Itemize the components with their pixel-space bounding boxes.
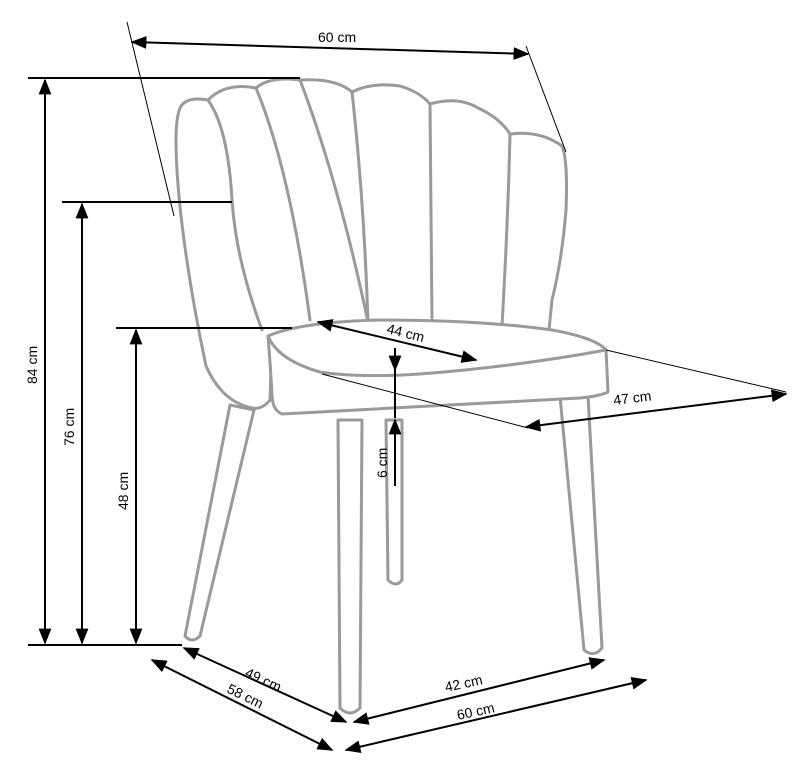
label-width-total: 60 cm [455,699,496,723]
seat-top-edge [266,334,608,378]
label-seat-depth: 47 cm [612,387,652,408]
top-width-arrow [130,36,530,60]
top-width-guide-left [126,21,175,217]
back-channel-4 [428,102,434,324]
label-height-total: 84 cm [24,346,40,384]
front-left-leg [336,418,364,715]
seat-width-arrow [316,319,478,363]
seat-depth-guide-top [605,349,787,393]
dimension-lines [28,21,788,753]
width-total-arrow [344,677,648,753]
label-seat-thickness: 6 cm [374,448,390,478]
back-channel-2 [298,78,370,324]
label-width-top: 60 cm [318,29,356,45]
back-channel-1 [254,86,312,322]
back-channel-3 [350,90,370,324]
depth-total-arrow [150,659,334,751]
back-channel-5 [500,132,512,328]
seat-depth-guide-bottom [321,373,529,429]
front-right-leg [558,394,604,655]
label-height-seat: 48 cm [115,472,131,510]
top-width-guide-right [525,45,567,153]
back-right-leg [384,418,404,586]
seat-depth-arrow [524,389,788,432]
label-width-legs: 42 cm [443,671,484,695]
seat-cushion [266,318,610,416]
chair-drawing [174,77,610,715]
label-height-armrest: 76 cm [61,408,77,446]
armrest-inner [206,98,264,332]
back-left-leg [183,403,256,642]
